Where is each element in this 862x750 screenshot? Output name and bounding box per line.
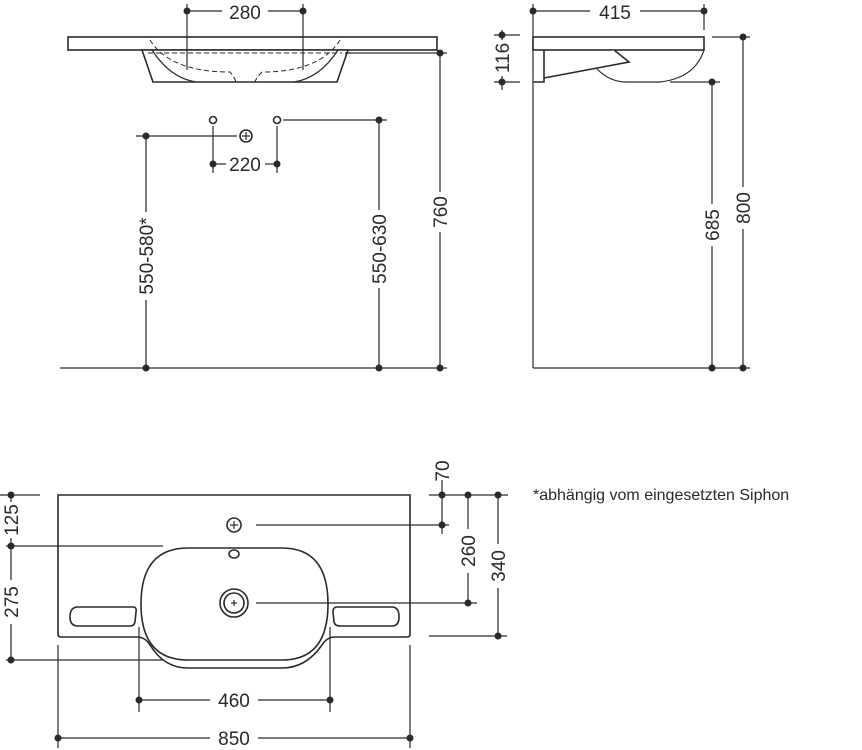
dimension-dot (464, 599, 472, 607)
dimension-dot (299, 7, 307, 15)
dimension-dot (494, 632, 502, 640)
label-mask (733, 187, 753, 229)
dimension-dot (7, 491, 15, 499)
dimension-dot (464, 491, 472, 499)
overflow-icon (228, 549, 240, 559)
dim-280: 280 (229, 3, 261, 24)
siphon-note: *abhängig vom eingesetzten Siphon (533, 487, 789, 504)
front-view: 280 220 550-580* 550-630 760 (60, 3, 452, 372)
dimension-dot (142, 364, 150, 372)
water-connection-icon (272, 115, 282, 125)
dim-460: 460 (218, 691, 250, 712)
dim-685: 685 (703, 209, 724, 241)
dimension-dot (209, 160, 217, 168)
dim-800: 800 (734, 192, 755, 224)
countertop-side (532, 36, 705, 51)
dimension-dot (406, 734, 414, 742)
dimension-dot (498, 78, 506, 86)
dimension-dot (739, 33, 747, 41)
bracket-side (533, 49, 631, 83)
dimension-dot (273, 160, 281, 168)
dim-70: 70 (433, 460, 454, 481)
bowl-side (596, 49, 705, 83)
basin-front (140, 49, 350, 83)
dim-550-580: 550-580* (137, 217, 158, 295)
dim-760: 760 (431, 196, 452, 228)
grip-slot-right (332, 606, 400, 627)
basin-curve (151, 49, 339, 83)
dimension-dot (708, 78, 716, 86)
dimension-dot (54, 734, 62, 742)
dimension-dot (529, 7, 537, 15)
dim-125: 125 (2, 504, 23, 536)
countertop-front (67, 36, 438, 51)
dimension-dot (438, 521, 446, 529)
dimension-dot (326, 696, 334, 704)
label-mask (702, 204, 722, 246)
dimension-dot (436, 364, 444, 372)
dimension-dot (436, 49, 444, 57)
label-mask (488, 544, 508, 588)
dim-220: 220 (229, 155, 261, 176)
side-view: 415 116 685 800 (492, 3, 755, 372)
top-view: 125 275 70 260 340 460 850 (0, 460, 510, 750)
label-mask (458, 529, 478, 573)
dimension-dot (135, 696, 143, 704)
dimension-dot (494, 491, 502, 499)
dim-116: 116 (493, 43, 514, 73)
label-mask (369, 210, 389, 288)
label-mask (136, 212, 156, 300)
label-mask (492, 40, 512, 76)
label-mask (1, 580, 21, 624)
label-mask (1, 502, 21, 538)
water-connection-icon (208, 115, 218, 125)
dim-340: 340 (489, 550, 510, 582)
label-mask (430, 192, 450, 232)
dimension-dot (438, 491, 446, 499)
dim-550-630: 550-630 (370, 214, 391, 284)
dim-275: 275 (2, 586, 23, 618)
dim-415: 415 (599, 3, 631, 24)
dim-850: 850 (218, 729, 250, 750)
hidden-lines (148, 39, 342, 83)
dimension-dot (498, 31, 506, 39)
dim-260: 260 (459, 535, 480, 567)
grip-slot-left (69, 606, 137, 627)
dimension-dot (7, 542, 15, 550)
dimension-dot (375, 364, 383, 372)
dimension-dot (375, 116, 383, 124)
dimension-dot (142, 132, 150, 140)
dimension-dot (183, 7, 191, 15)
dimension-dot (7, 656, 15, 664)
dimension-dot (700, 7, 708, 15)
